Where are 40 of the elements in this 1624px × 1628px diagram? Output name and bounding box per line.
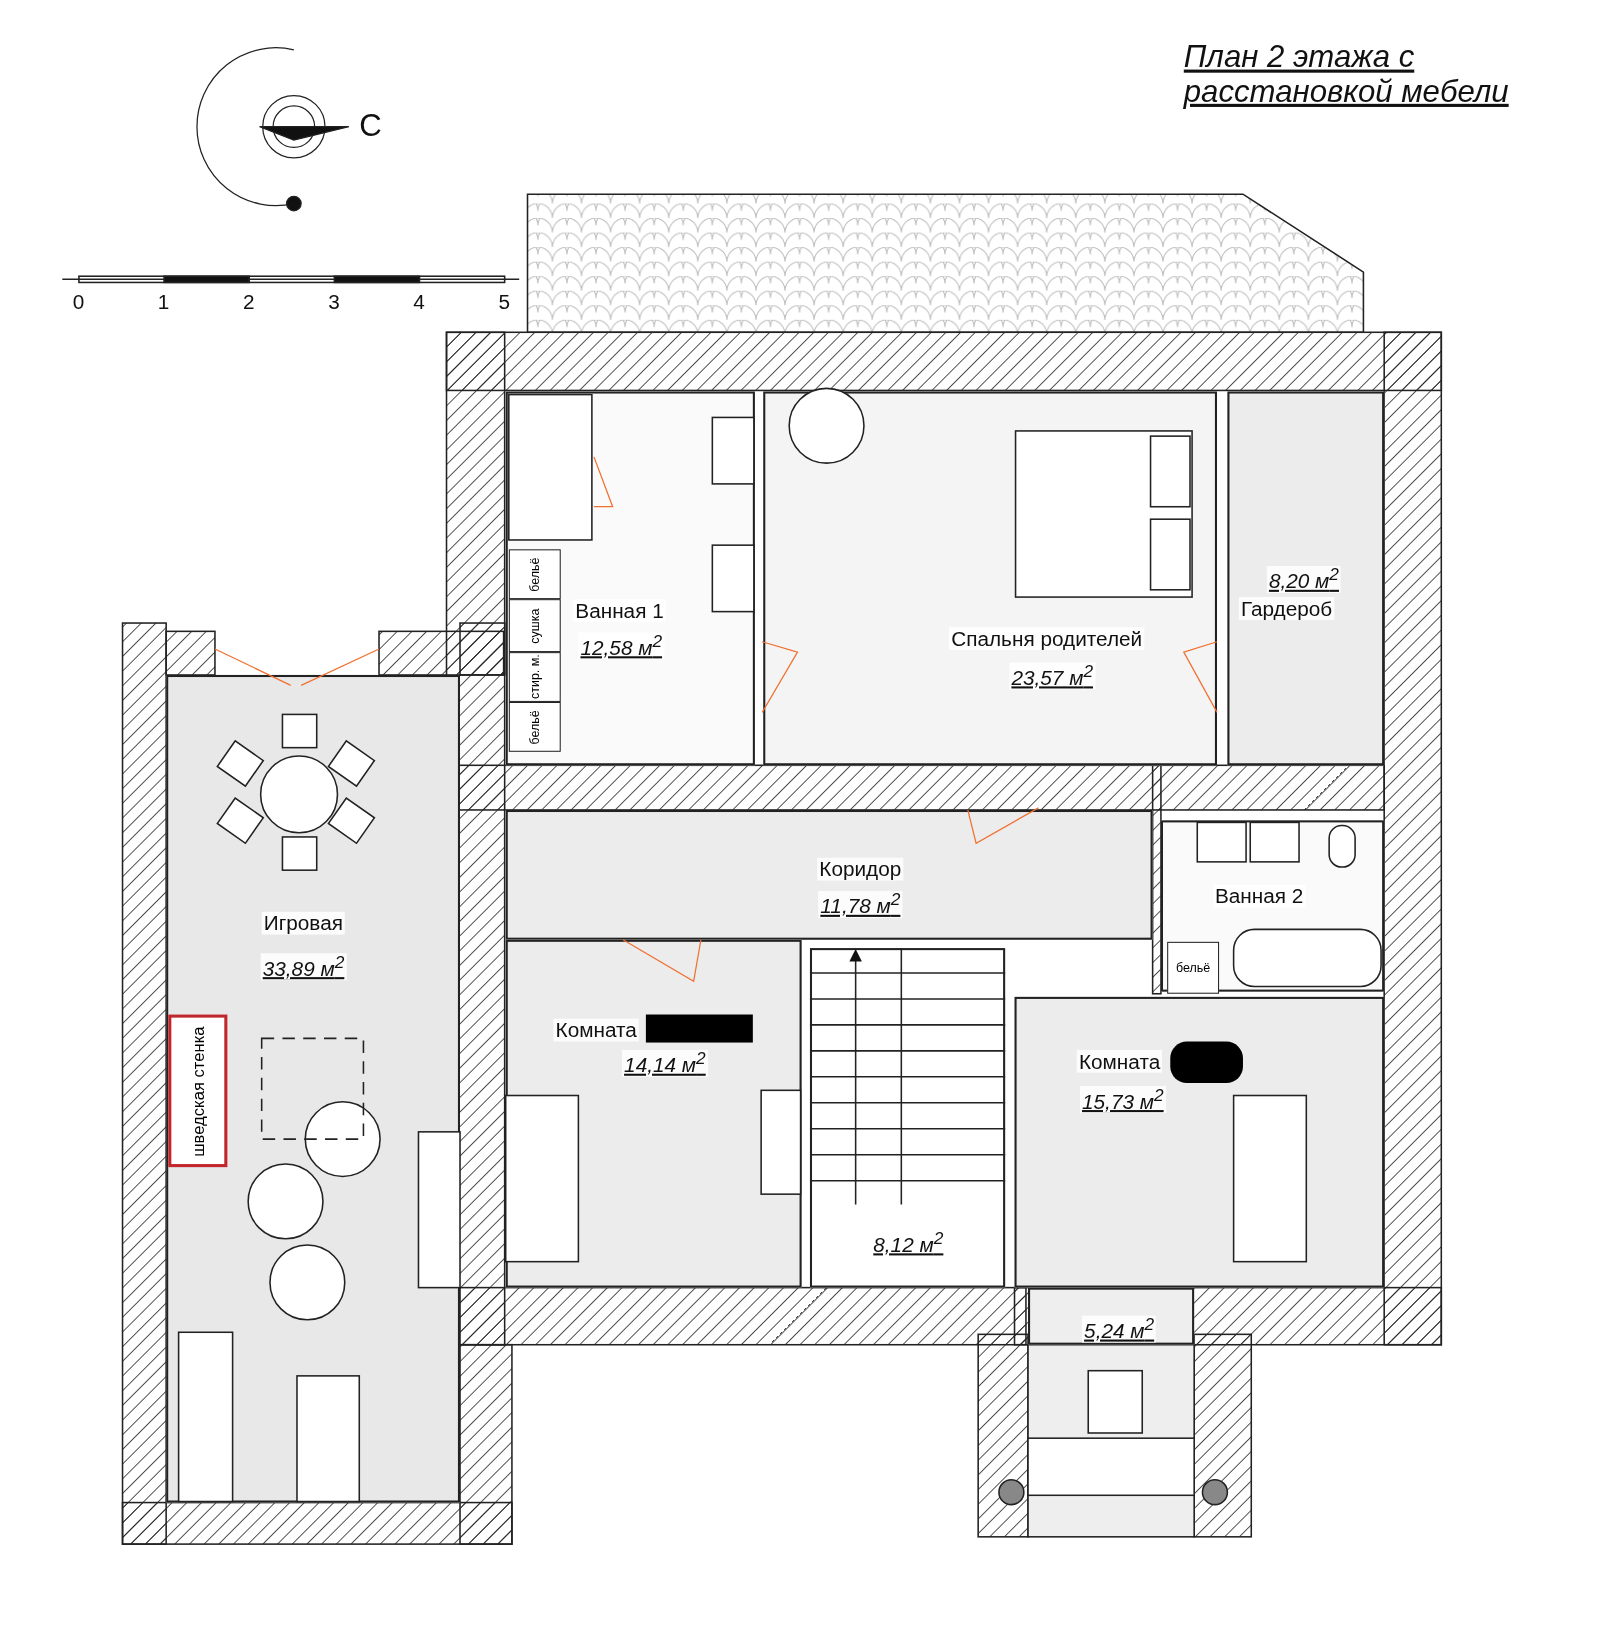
wall-bars-box (168, 1014, 228, 1168)
scale-number: 4 (413, 290, 425, 314)
room-label: Комната (1076, 1049, 1163, 1073)
cabinet-box (508, 652, 561, 702)
area-label: 11,78 м$^{2}$ (818, 890, 903, 918)
scale-number: 2 (243, 290, 255, 314)
area-label: 14,14 м$^{2}$ (622, 1049, 708, 1077)
cabinet-label: стир. м. (527, 654, 543, 700)
room-label: Комната (553, 1018, 639, 1042)
plan-title: План 2 этажа с расстановкой мебели (1183, 39, 1510, 108)
north-label: С (359, 108, 382, 143)
room-label: Игровая (261, 911, 346, 935)
area-label: 8,12 м$^{2}$ (871, 1229, 946, 1257)
scale-number: 5 (498, 290, 510, 314)
area-label: 23,57 м$^{2}$ (1009, 662, 1096, 690)
room-area (505, 809, 1153, 940)
cabinet-box (508, 701, 561, 752)
room-label: Коридор (817, 857, 904, 881)
room-area (1227, 391, 1385, 766)
room-label: Ванная 1 (573, 599, 666, 622)
room-label: Ванная 2 (1212, 884, 1306, 908)
area-label: 8,20 м$^{2}$ (1266, 565, 1342, 593)
room-label: Спальня родителей (949, 627, 1145, 651)
cabinet-box (508, 549, 561, 600)
room-area (809, 948, 1006, 1288)
cabinet-label: бельё (527, 709, 543, 744)
scale-number: 3 (328, 290, 340, 314)
cabinet-label: бельё (527, 557, 543, 592)
cabinet-box (1167, 941, 1220, 994)
area-label: 5,24 м$^{2}$ (1082, 1315, 1157, 1343)
area-label: 15,73 м$^{2}$ (1079, 1086, 1166, 1113)
cabinet-box (508, 599, 561, 653)
cabinet-label: бельё (1176, 960, 1211, 976)
scale-number: 1 (157, 290, 170, 314)
room-area (1028, 1287, 1195, 1345)
cabinet-label: шведская стенка (188, 1024, 208, 1158)
cabinet-label: сушка (527, 608, 543, 644)
area-label: 33,89 м$^{2}$ (260, 953, 347, 980)
area-label: 12,58 м$^{2}$ (578, 632, 665, 660)
scale-number: 0 (72, 290, 85, 314)
